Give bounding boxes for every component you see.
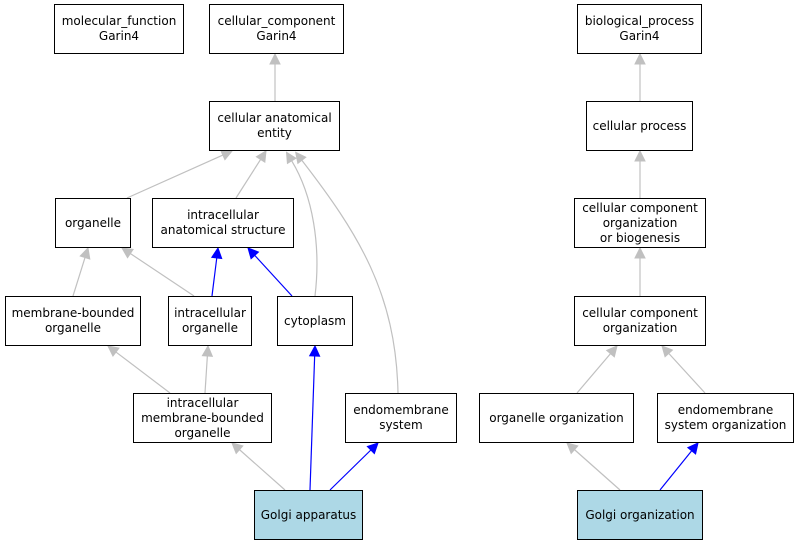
term-label: cytoplasm bbox=[284, 313, 346, 328]
term-label: entity bbox=[257, 126, 292, 140]
arrowhead-go-to-oo bbox=[566, 442, 579, 455]
arrowhead-io-to-ias bbox=[210, 246, 223, 260]
term-label: system organization bbox=[664, 418, 787, 432]
term-label: molecular_function bbox=[61, 14, 177, 28]
edge-go-to-oo bbox=[574, 449, 621, 491]
term-label: cellular anatomical bbox=[217, 111, 332, 125]
arrowhead-ga-to-imbo bbox=[231, 442, 244, 455]
term-label: organelle bbox=[44, 321, 102, 335]
arrowhead-es-to-cae bbox=[295, 151, 307, 165]
term-label: cellular component bbox=[582, 200, 698, 215]
term-label: organelle bbox=[64, 215, 122, 230]
term-label: or biogenesis bbox=[599, 230, 681, 245]
edge-ga-to-es bbox=[329, 449, 372, 491]
term-node-org[interactable]: organelle bbox=[55, 198, 131, 248]
arrowhead-ga-to-es bbox=[366, 442, 379, 455]
arrowhead-oo-to-cco bbox=[605, 345, 618, 358]
term-node-cp[interactable]: cellular process bbox=[586, 101, 693, 151]
edge-eso-to-cco bbox=[668, 352, 706, 394]
edge-ga-to-cyto bbox=[309, 355, 316, 491]
arrowhead-eso-to-cco bbox=[661, 345, 674, 358]
edge-mbo-to-org bbox=[72, 257, 86, 297]
arrowhead-cae-to-cc bbox=[269, 52, 281, 65]
term-label: organelle bbox=[174, 425, 231, 440]
term-label: Garin4 bbox=[256, 29, 297, 43]
term-node-go[interactable]: Golgi organization bbox=[577, 490, 703, 540]
term-label: cellular component bbox=[582, 306, 698, 320]
arrowhead-cyto-to-ias bbox=[247, 247, 260, 260]
term-label: Golgi apparatus bbox=[260, 507, 357, 522]
edge-cyto-to-ias bbox=[254, 254, 293, 297]
term-label: cellular process bbox=[592, 118, 687, 133]
term-label: cellular_component bbox=[217, 14, 336, 28]
arrowhead-io-to-org bbox=[121, 247, 134, 259]
term-node-cyto[interactable]: cytoplasm bbox=[277, 296, 353, 346]
term-label: Golgi organization bbox=[585, 507, 695, 522]
edge-ias-to-cae bbox=[235, 159, 262, 199]
arrowhead-cp-to-bp bbox=[634, 52, 646, 65]
term-label: biological_process bbox=[584, 14, 695, 28]
arrowhead-ias-to-cae bbox=[255, 150, 267, 163]
term-label: membrane-bounded bbox=[11, 306, 135, 320]
arrowhead-cyto-to-cae bbox=[285, 151, 297, 165]
arrowhead-imbo-to-io bbox=[201, 344, 214, 357]
edge-ga-to-imbo bbox=[239, 449, 286, 491]
term-node-ga[interactable]: Golgi apparatus bbox=[254, 490, 363, 540]
edge-org-to-cae bbox=[126, 154, 224, 199]
arrowhead-org-to-cae bbox=[220, 149, 234, 161]
term-label: intracellular bbox=[174, 306, 246, 320]
term-label: organelle organization bbox=[489, 410, 624, 425]
arrowhead-ccob-to-cp bbox=[634, 149, 646, 162]
arrowhead-imbo-to-mbo bbox=[107, 345, 120, 357]
term-label: organelle bbox=[181, 321, 239, 335]
term-label: anatomical structure bbox=[160, 223, 286, 237]
arrowhead-ga-to-cyto bbox=[308, 344, 321, 357]
term-label: membrane-bounded bbox=[141, 410, 264, 425]
term-label: organization bbox=[602, 321, 678, 335]
arrowhead-go-to-eso bbox=[686, 442, 699, 455]
edge-io-to-ias bbox=[211, 257, 218, 297]
term-label: endomembrane bbox=[353, 403, 449, 417]
edge-oo-to-cco bbox=[576, 353, 611, 394]
edge-cyto-to-cae bbox=[291, 160, 318, 297]
term-label: system bbox=[379, 418, 423, 432]
edge-es-to-cae bbox=[301, 159, 399, 394]
arrowhead-mbo-to-org bbox=[79, 246, 91, 260]
term-label: Garin4 bbox=[619, 29, 660, 43]
edge-go-to-eso bbox=[659, 450, 693, 491]
term-label: endomembrane bbox=[677, 403, 774, 417]
term-label: intracellular bbox=[166, 395, 239, 410]
term-label: organization bbox=[602, 215, 678, 230]
edge-imbo-to-mbo bbox=[115, 351, 171, 394]
arrowhead-cco-to-ccob bbox=[634, 246, 646, 259]
term-label: intracellular bbox=[187, 208, 259, 222]
term-node-oo[interactable]: organelle organization bbox=[479, 393, 634, 443]
edge-io-to-org bbox=[129, 253, 195, 297]
term-label: Garin4 bbox=[98, 29, 140, 43]
edge-imbo-to-io bbox=[204, 355, 208, 394]
